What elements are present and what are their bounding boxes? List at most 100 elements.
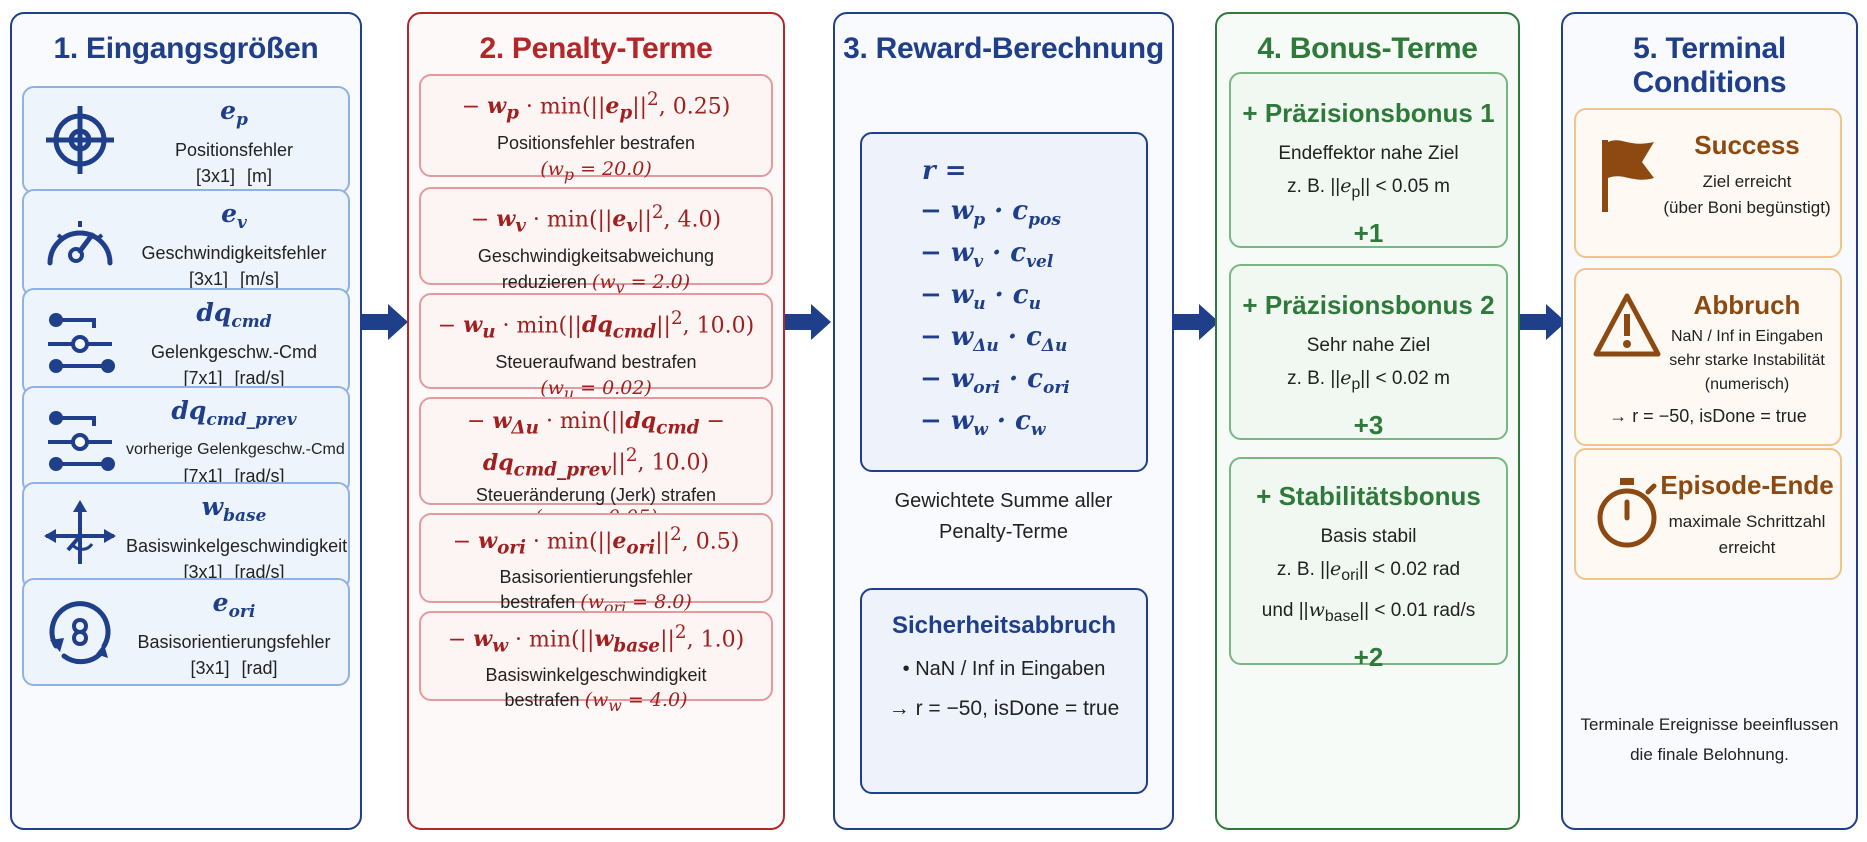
penalty-description: Steueraufwand bestrafen bbox=[495, 351, 697, 372]
input-description: Geschwindigkeitsfehler bbox=[141, 243, 327, 263]
column-title-inputs: 1. Eingangsgrößen bbox=[53, 32, 319, 65]
terminal-description-2: erreicht bbox=[1718, 538, 1776, 557]
penalty-formula: − wori · min(||eori||2, 0.5) bbox=[452, 524, 740, 559]
penalty-weight: (wu = 0.02) bbox=[540, 376, 652, 403]
penalty-card-control-effort: − wu · min(||dqcmd||2, 10.0) Steueraufwa… bbox=[419, 293, 773, 403]
flow-arrow-icon bbox=[1173, 304, 1219, 340]
input-symbol: dqcmd bbox=[196, 298, 272, 332]
input-description: Basiswinkelgeschwindigkeit bbox=[126, 536, 348, 556]
input-dimension: [3x1][m] bbox=[195, 166, 273, 186]
flow-arrow-icon bbox=[1520, 304, 1566, 340]
input-symbol: ev bbox=[221, 199, 247, 233]
bonus-description: Sehr nahe Ziel bbox=[1306, 335, 1431, 356]
penalty-weight: (wp = 20.0) bbox=[540, 157, 652, 184]
penalty-card-position: − wp · min(||ep||2, 0.25) Positionsfehle… bbox=[419, 74, 773, 184]
penalty-card-jerk: − wΔu · min(||dqcmd − dqcmd_prev||2, 10.… bbox=[419, 397, 773, 532]
penalty-description: Basiswinkelgeschwindigkeit bbox=[485, 664, 707, 685]
input-description: vorherige Gelenkgeschw.-Cmd bbox=[126, 441, 345, 458]
penalty-description: Steueränderung (Jerk) strafen bbox=[475, 485, 717, 506]
input-card-joint-cmd-prev: dqcmd_prev vorherige Gelenkgeschw.-Cmd [… bbox=[22, 386, 350, 494]
input-card-position-error: ep Positionsfehler [3x1][m] bbox=[22, 86, 350, 194]
terminal-result: → r = −50, isDone = true bbox=[1609, 406, 1807, 426]
bonus-description: Basis stabil bbox=[1320, 526, 1417, 547]
penalty-description: Basisorientierungsfehler bbox=[499, 566, 693, 587]
gauge-icon bbox=[47, 221, 113, 266]
input-description: Basisorientierungsfehler bbox=[137, 632, 331, 652]
terminal-description: NaN / Inf in Eingaben bbox=[1670, 328, 1824, 345]
reward-caption: Gewichtete Summe aller Penalty-Terme bbox=[894, 490, 1113, 543]
bonus-title: + Präzisionsbonus 1 bbox=[1242, 98, 1495, 128]
bonus-condition: z. B. ||eori|| < 0.02 rad bbox=[1276, 558, 1461, 584]
bonus-card-stability: + Stabilitätsbonus Basis stabil z. B. ||… bbox=[1229, 457, 1508, 672]
penalty-formula-continued: dqcmd_prev||2, 10.0) bbox=[482, 445, 710, 481]
terminal-card-episode-end: Episode-Ende maximale Schrittzahl erreic… bbox=[1574, 448, 1842, 580]
bonus-value: +2 bbox=[1353, 641, 1384, 672]
terminal-card-abort: Abbruch NaN / Inf in Eingaben sehr stark… bbox=[1574, 268, 1842, 446]
reward-term: − wp · cpos bbox=[920, 196, 1061, 231]
bonus-card-precision-2: + Präzisionsbonus 2 Sehr nahe Ziel z. B.… bbox=[1229, 264, 1508, 440]
terminal-description-3: (numerisch) bbox=[1704, 376, 1790, 393]
input-symbol: ep bbox=[220, 96, 248, 130]
input-dimension: [3x1][rad/s] bbox=[183, 562, 285, 582]
flow-arrow-icon bbox=[362, 304, 408, 340]
reward-term: − wv · cvel bbox=[920, 238, 1054, 273]
joint-sliders-icon bbox=[48, 313, 115, 373]
input-symbol: wbase bbox=[201, 492, 267, 526]
terminal-card-success: Success Ziel erreicht (über Boni begünst… bbox=[1574, 108, 1842, 258]
bonus-value: +1 bbox=[1353, 217, 1384, 248]
terminal-caption: Terminale Ereignisse beeinflussen die fi… bbox=[1580, 715, 1839, 764]
penalty-description: Geschwindigkeitsabweichung bbox=[477, 245, 715, 266]
reward-term: − wu · cu bbox=[920, 280, 1041, 315]
penalty-formula: − wΔu · min(||dqcmd − bbox=[467, 408, 725, 439]
input-card-base-angular-velocity: wbase Basiswinkelgeschwindigkeit [3x1][r… bbox=[22, 482, 350, 590]
column-penalties: 2. Penalty-Terme − wp · min(||ep||2, 0.2… bbox=[407, 12, 785, 830]
column-title-bonuses: 4. Bonus-Terme bbox=[1257, 32, 1478, 65]
input-card-joint-cmd: dqcmd Gelenkgeschw.-Cmd [7x1][rad/s] bbox=[22, 288, 350, 396]
penalty-card-base-angular-velocity: − ww · min(||wbase||2, 1.0) Basiswinkelg… bbox=[419, 611, 773, 715]
reward-formula-box: r = − wp · cpos − wv · cvel − wu · cu − … bbox=[860, 132, 1148, 472]
column-title-penalties: 2. Penalty-Terme bbox=[479, 32, 713, 65]
input-symbol: dqcmd_prev bbox=[171, 396, 297, 430]
bonus-card-precision-1: + Präzisionsbonus 1 Endeffektor nahe Zie… bbox=[1229, 72, 1508, 248]
penalty-card-orientation: − wori · min(||eori||2, 0.5) Basisorient… bbox=[419, 513, 773, 617]
column-terminal-conditions: 5. Terminal Conditions Success Ziel erre… bbox=[1561, 12, 1858, 830]
bonus-condition: z. B. ||ep|| < 0.02 m bbox=[1287, 367, 1450, 393]
input-symbol: eori bbox=[212, 588, 256, 622]
safety-abort-box: Sicherheitsabbruch • NaN / Inf in Eingab… bbox=[860, 588, 1148, 794]
penalty-description-2: reduzieren (wv = 2.0) bbox=[501, 270, 691, 297]
input-dimension: [7x1][rad/s] bbox=[183, 466, 285, 486]
terminal-description-2: sehr starke Instabilität bbox=[1669, 352, 1825, 369]
bonus-title: + Präzisionsbonus 2 bbox=[1242, 290, 1495, 320]
terminal-title: Abbruch bbox=[1693, 290, 1801, 320]
bonus-condition-2: und ||wbase|| < 0.01 rad/s bbox=[1261, 598, 1476, 625]
terminal-description: maximale Schrittzahl bbox=[1668, 512, 1826, 531]
terminal-description-2: (über Boni begünstigt) bbox=[1663, 198, 1831, 217]
penalty-description: Positionsfehler bestrafen bbox=[496, 132, 696, 153]
penalty-formula: − ww · min(||wbase||2, 1.0) bbox=[447, 622, 745, 657]
reward-term: − wori · cori bbox=[920, 364, 1070, 399]
penalty-formula: − wp · min(||ep||2, 0.25) bbox=[461, 89, 731, 124]
input-dimension: [3x1][m/s] bbox=[188, 269, 280, 289]
crosshair-icon bbox=[46, 106, 114, 174]
terminal-description: Ziel erreicht bbox=[1702, 172, 1792, 191]
bonus-title: + Stabilitätsbonus bbox=[1256, 481, 1481, 511]
bonus-description: Endeffektor nahe Ziel bbox=[1278, 143, 1459, 164]
reward-term: − wΔu · cΔu bbox=[920, 322, 1068, 357]
column-reward: 3. Reward-Berechnung r = − wp · cpos − w… bbox=[833, 12, 1174, 830]
safety-result: → r = −50, isDone = true bbox=[888, 697, 1120, 720]
input-dimension: [3x1][rad] bbox=[190, 658, 278, 678]
reward-lhs: r = bbox=[922, 156, 967, 186]
flow-arrow-icon bbox=[785, 304, 831, 340]
flag-icon bbox=[1602, 140, 1654, 212]
column-title-terminal: 5. Terminal Conditions bbox=[1632, 32, 1787, 99]
input-card-velocity-error: ev Geschwindigkeitsfehler [3x1][m/s] bbox=[22, 189, 350, 297]
warning-icon bbox=[1593, 293, 1661, 357]
input-dimension: [7x1][rad/s] bbox=[183, 368, 285, 388]
terminal-title: Episode-Ende bbox=[1660, 470, 1834, 500]
axes-rotation-icon bbox=[44, 500, 116, 568]
penalty-formula: − wv · min(||ev||2, 4.0) bbox=[470, 202, 722, 237]
orientation-icon bbox=[49, 601, 111, 665]
column-bonuses: 4. Bonus-Terme + Präzisionsbonus 1 Endef… bbox=[1215, 12, 1520, 830]
column-title-reward: 3. Reward-Berechnung bbox=[843, 32, 1164, 65]
input-description: Positionsfehler bbox=[174, 140, 294, 160]
